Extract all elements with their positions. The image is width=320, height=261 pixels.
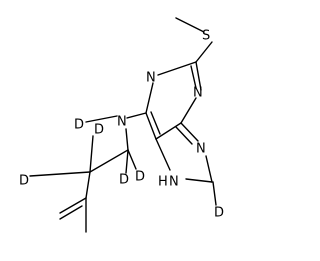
- atom-d-c1b: D: [119, 173, 129, 188]
- atom-sulfur: S: [202, 29, 210, 44]
- atom-d-c1a: D: [135, 170, 145, 185]
- bonds: [29, 17, 217, 233]
- atom-n9-n: N: [169, 175, 179, 190]
- bond-c1-d-lower: [125, 149, 129, 174]
- bond-c5-c6: [145, 112, 157, 140]
- bond-c2-n3: [195, 61, 202, 91]
- bond-namine-d: [85, 115, 118, 123]
- atom-labels: S N N N N H N D D D D D D: [19, 29, 224, 221]
- bond-c2-d-left: [29, 171, 91, 177]
- bond-c2-d-upper: [89, 135, 94, 173]
- atom-n-amine: N: [117, 115, 127, 130]
- chemical-structure: S N N N N H N D D D D D D: [19, 17, 224, 233]
- bond-c3-ch2: [59, 197, 87, 214]
- atom-n3: N: [193, 86, 203, 101]
- bond-n7-c8: [205, 155, 213, 183]
- atom-n1: N: [146, 71, 156, 86]
- bond-c2-n3-double: [190, 65, 197, 89]
- bond-c8-d: [212, 181, 217, 206]
- bond-c4-n7: [180, 122, 199, 142]
- atom-n9-h: H: [158, 175, 168, 190]
- bond-c2-c3: [85, 171, 91, 199]
- bond-c4-c5: [155, 122, 182, 140]
- bond-c5-c6-double: [150, 111, 161, 135]
- atom-d-c2a: D: [94, 123, 104, 138]
- bond-n1-c6: [145, 82, 154, 114]
- bond-c1-d: [127, 149, 137, 170]
- bond-c3-ch2-double: [59, 205, 83, 220]
- atom-d-amine: D: [74, 118, 84, 133]
- bond-c4-n7-double: [175, 126, 193, 145]
- bond-c1-c2: [89, 149, 129, 173]
- atom-n7: N: [196, 142, 206, 157]
- bond-methyl-s: [175, 17, 205, 33]
- bond-c2-n1: [157, 61, 197, 76]
- bond-s-c2: [195, 41, 213, 63]
- bond-c6-namine: [126, 112, 147, 119]
- bond-n3-c4: [180, 97, 197, 124]
- atom-d-c2b: D: [19, 174, 29, 189]
- bond-namine-c1: [125, 128, 129, 151]
- bond-n9-c5: [155, 138, 171, 171]
- atom-d-c8: D: [214, 206, 224, 221]
- bond-c8-n9: [185, 178, 213, 183]
